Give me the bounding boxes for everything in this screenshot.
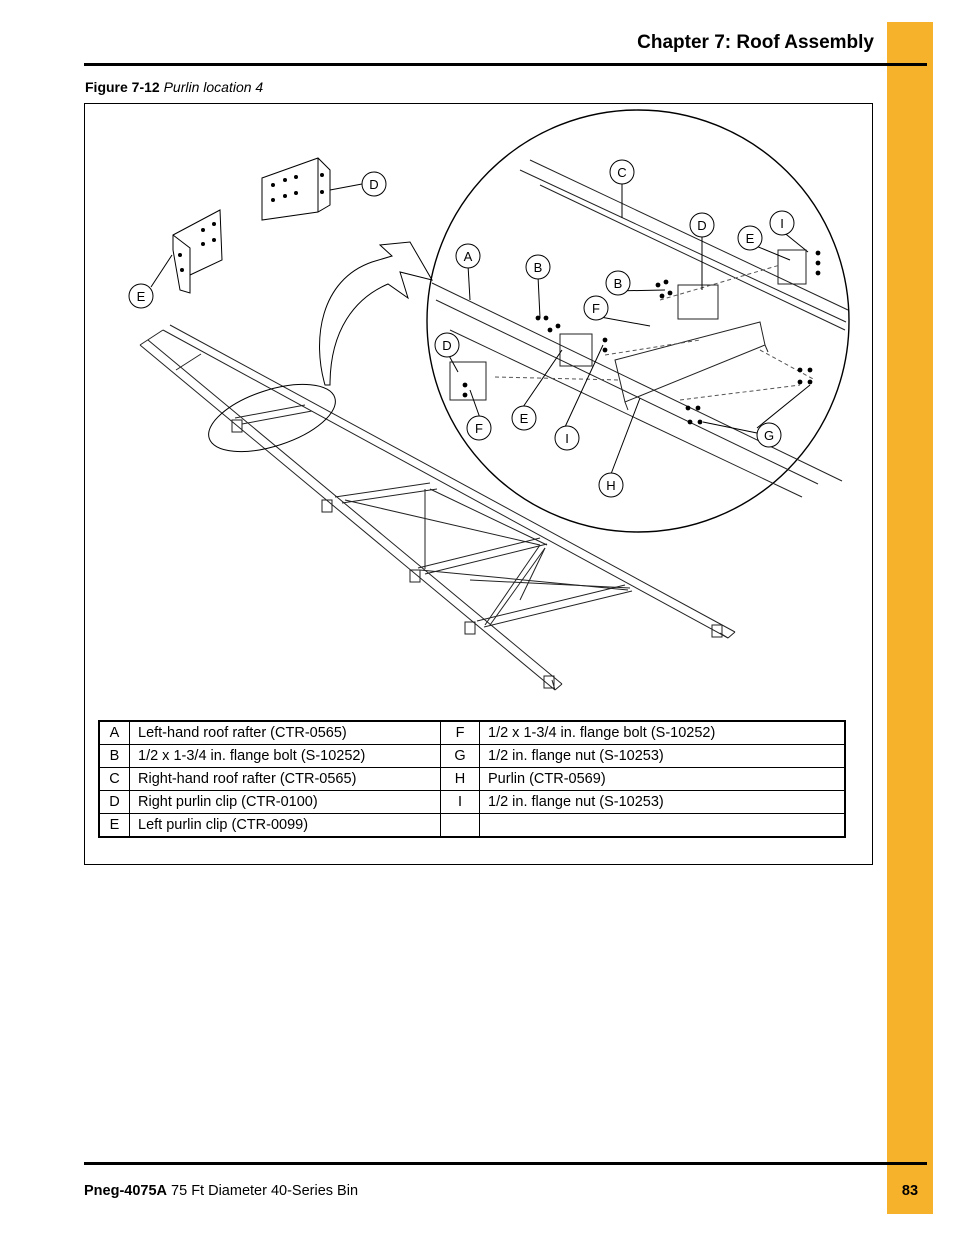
svg-text:A: A bbox=[464, 249, 473, 264]
callout-b-left: B bbox=[525, 254, 551, 280]
callout-i-low: I bbox=[554, 425, 580, 451]
footer-rule bbox=[84, 1162, 927, 1165]
chapter-side-tab bbox=[887, 22, 933, 1214]
svg-text:H: H bbox=[606, 478, 615, 493]
roof-rafter-truss bbox=[139, 324, 736, 691]
chapter-title: Chapter 7: Roof Assembly bbox=[637, 32, 874, 53]
table-row: C Right-hand roof rafter (CTR-0565) H Pu… bbox=[98, 767, 846, 791]
callout-d-top: D bbox=[361, 171, 387, 197]
callout-g: G bbox=[756, 422, 782, 448]
footer-doc-id: Pneg-4075A bbox=[84, 1183, 168, 1199]
legend-key: G bbox=[440, 744, 480, 768]
legend-desc: 1/2 in. flange nut (S-10253) bbox=[479, 790, 846, 814]
legend-key: A bbox=[98, 720, 130, 745]
footer-doc-name: 75 Ft Diameter 40-Series Bin bbox=[171, 1183, 359, 1199]
legend-desc: 1/2 x 1-3/4 in. flange bolt (S-10252) bbox=[479, 720, 846, 745]
svg-text:I: I bbox=[565, 431, 569, 446]
legend-desc: Right purlin clip (CTR-0100) bbox=[129, 790, 441, 814]
figure-frame bbox=[84, 103, 873, 865]
page-number: 83 bbox=[901, 1183, 919, 1199]
legend-desc: Left-hand roof rafter (CTR-0565) bbox=[129, 720, 441, 745]
magnify-arrow bbox=[319, 241, 434, 386]
callout-a: A bbox=[455, 243, 481, 269]
loose-clip-e bbox=[172, 209, 223, 294]
svg-text:E: E bbox=[520, 411, 529, 426]
callout-d-low: D bbox=[434, 332, 460, 358]
svg-text:D: D bbox=[369, 177, 378, 192]
callout-labels: D E C D I E A B B F D F E I G H bbox=[128, 159, 795, 498]
header-rule bbox=[84, 63, 927, 66]
table-row: A Left-hand roof rafter (CTR-0565) F 1/2… bbox=[98, 720, 846, 745]
legend-desc: Right-hand roof rafter (CTR-0565) bbox=[129, 767, 441, 791]
svg-text:E: E bbox=[137, 289, 146, 304]
callout-d-detail: D bbox=[689, 212, 715, 238]
footer-document-title: Pneg-4075A 75 Ft Diameter 40-Series Bin bbox=[84, 1183, 358, 1199]
legend-key: D bbox=[98, 790, 130, 814]
svg-text:B: B bbox=[614, 276, 623, 291]
legend-desc: 1/2 x 1-3/4 in. flange bolt (S-10252) bbox=[129, 744, 441, 768]
svg-text:D: D bbox=[697, 218, 706, 233]
parts-legend-table: A Left-hand roof rafter (CTR-0565) F 1/2… bbox=[98, 720, 846, 838]
location-ellipse bbox=[208, 383, 336, 453]
callout-i-top: I bbox=[769, 210, 795, 236]
legend-desc: Purlin (CTR-0569) bbox=[479, 767, 846, 791]
svg-text:B: B bbox=[534, 260, 543, 275]
legend-desc: Left purlin clip (CTR-0099) bbox=[129, 813, 441, 838]
detail-view bbox=[431, 159, 849, 498]
callout-b-right: B bbox=[605, 270, 631, 296]
legend-key: H bbox=[440, 767, 480, 791]
svg-text:F: F bbox=[475, 421, 483, 436]
callout-e-top: E bbox=[737, 225, 763, 251]
figure-number: Figure 7-12 bbox=[85, 79, 160, 95]
legend-key bbox=[440, 813, 480, 838]
svg-text:C: C bbox=[617, 165, 626, 180]
svg-text:I: I bbox=[780, 216, 784, 231]
loose-clip-d bbox=[261, 157, 331, 221]
legend-desc bbox=[479, 813, 846, 838]
callout-e-low: E bbox=[511, 405, 537, 431]
figure-caption: Figure 7-12 Purlin location 4 bbox=[85, 79, 263, 95]
callout-h: H bbox=[598, 472, 624, 498]
callout-f-top: F bbox=[583, 295, 609, 321]
svg-text:D: D bbox=[442, 338, 451, 353]
callout-e-left: E bbox=[128, 283, 154, 309]
purlin-assembly-drawing: D E C D I E A B B F D F E I G H bbox=[128, 109, 850, 691]
legend-key: E bbox=[98, 813, 130, 838]
callout-leaders bbox=[150, 181, 811, 475]
legend-key: I bbox=[440, 790, 480, 814]
svg-text:G: G bbox=[764, 428, 774, 443]
table-row: B 1/2 x 1-3/4 in. flange bolt (S-10252) … bbox=[98, 744, 846, 768]
legend-key: C bbox=[98, 767, 130, 791]
table-row: E Left purlin clip (CTR-0099) bbox=[98, 813, 846, 838]
figure-title: Purlin location 4 bbox=[163, 79, 264, 95]
table-row: D Right purlin clip (CTR-0100) I 1/2 in.… bbox=[98, 790, 846, 814]
svg-text:E: E bbox=[746, 231, 755, 246]
callout-c: C bbox=[609, 159, 635, 185]
callout-f-low: F bbox=[466, 415, 492, 441]
legend-key: F bbox=[440, 720, 480, 745]
legend-key: B bbox=[98, 744, 130, 768]
legend-desc: 1/2 in. flange nut (S-10253) bbox=[479, 744, 846, 768]
detail-circle bbox=[426, 109, 850, 533]
svg-text:F: F bbox=[592, 301, 600, 316]
